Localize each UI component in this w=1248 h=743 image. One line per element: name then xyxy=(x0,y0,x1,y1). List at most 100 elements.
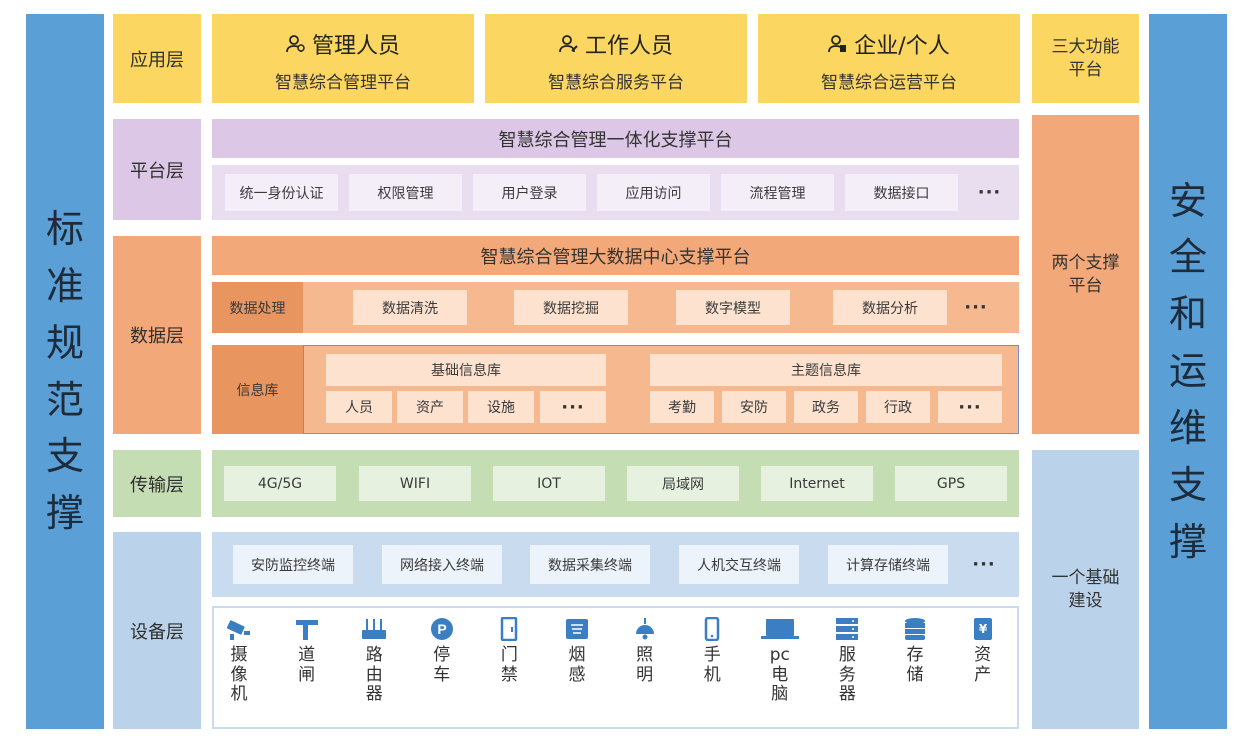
layer-label-app: 应用层 xyxy=(113,14,201,103)
base-db-title: 基础信息库 xyxy=(326,354,606,386)
door-icon xyxy=(489,616,529,642)
transport-item: WIFI xyxy=(359,466,471,501)
svg-text:P: P xyxy=(437,621,446,637)
storage-icon xyxy=(895,616,935,642)
info-db-label: 信息库 xyxy=(212,345,303,434)
standards-support-char: 准 xyxy=(45,263,84,308)
app-subtitle: 智慧综合运营平台 xyxy=(821,73,957,93)
device-item: 服务器 xyxy=(822,616,872,726)
app-title: 管理人员 xyxy=(311,34,400,59)
device-label-char: 器 xyxy=(365,684,383,705)
more-ellipsis: ··· xyxy=(964,297,988,318)
platform-item: 统一身份认证 xyxy=(225,174,338,211)
processing-item: 数据挖掘 xyxy=(514,290,628,325)
device-label-char: 车 xyxy=(433,664,451,685)
more-ellipsis: ··· xyxy=(977,182,1002,203)
processing-item: 数据分析 xyxy=(833,290,947,325)
device-label-char: 资 xyxy=(974,645,992,665)
topic-db-item: 安防 xyxy=(722,391,786,423)
device-item: 存储 xyxy=(890,616,940,726)
platform-item: 流程管理 xyxy=(721,174,834,211)
device-label-char: 机 xyxy=(703,664,721,685)
app-title: 企业/个人 xyxy=(854,34,950,59)
device-label: 服务器 xyxy=(838,645,856,705)
phone-icon xyxy=(692,616,732,642)
gate-icon xyxy=(287,616,327,642)
security-ops-char: 和 xyxy=(1168,292,1207,337)
device-label: 手机 xyxy=(703,645,721,685)
device-label-char: 器 xyxy=(838,684,856,705)
camera-icon xyxy=(219,616,259,642)
device-label-char: 闸 xyxy=(298,664,316,685)
platform-item: 权限管理 xyxy=(349,174,462,211)
device-item: P 停车 xyxy=(417,616,467,726)
device-label-char: 感 xyxy=(568,664,586,685)
data-processing-row: 数据处理 数据清洗 数据挖掘 数字模型 数据分析 ··· xyxy=(212,282,1019,333)
base-db-item: 人员 xyxy=(326,391,392,423)
device-label-char: 储 xyxy=(906,664,924,685)
base-db-item: 资产 xyxy=(397,391,463,423)
security-ops-char: 安 xyxy=(1168,178,1207,223)
device-item: 路由器 xyxy=(349,616,399,726)
device-item: 照明 xyxy=(620,616,670,726)
standards-support-char: 撑 xyxy=(45,491,84,536)
terminal-item: 人机交互终端 xyxy=(679,545,799,584)
device-label-char: 摄 xyxy=(230,645,248,665)
device-label-char: 产 xyxy=(974,664,992,685)
router-icon xyxy=(354,616,394,642)
svg-text:¥: ¥ xyxy=(978,622,987,636)
terminal-item: 计算存储终端 xyxy=(828,545,948,584)
layer-label-data: 数据层 xyxy=(113,236,201,434)
standards-support-label: 标准规范支撑 xyxy=(46,201,84,542)
data-platform-title: 智慧综合管理大数据中心支撑平台 xyxy=(212,236,1019,275)
device-label-char: 烟 xyxy=(568,645,586,665)
device-label-char: 路 xyxy=(365,645,383,665)
device-label-char: 电 xyxy=(771,664,789,685)
topic-db-item: 政务 xyxy=(794,391,858,423)
device-label: 照明 xyxy=(636,645,654,685)
device-label: 摄像机 xyxy=(230,645,248,705)
platform-title: 智慧综合管理一体化支撑平台 xyxy=(212,119,1019,158)
device-label: 门禁 xyxy=(500,645,518,685)
device-label-char: 禁 xyxy=(500,664,518,685)
standards-support-char: 范 xyxy=(45,377,84,422)
standards-support-char: 标 xyxy=(45,207,84,252)
transport-item: Internet xyxy=(761,466,873,501)
terminals-row: 安防监控终端 网络接入终端 数据采集终端 人机交互终端 计算存储终端 ··· xyxy=(212,532,1019,597)
terminal-item: 网络接入终端 xyxy=(382,545,502,584)
data-processing-label: 数据处理 xyxy=(212,282,303,333)
layer-label-platform: 平台层 xyxy=(113,119,201,220)
layer-label-transport: 传输层 xyxy=(113,450,201,517)
device-label-char: 像 xyxy=(230,664,248,685)
one-base-construction: 一个基础建设 xyxy=(1032,450,1139,729)
device-item: ¥ 资产 xyxy=(958,616,1008,726)
device-label-char: 照 xyxy=(636,645,654,665)
standards-support-char: 规 xyxy=(45,320,84,365)
server-icon xyxy=(827,616,867,642)
device-label: 道闸 xyxy=(298,645,316,685)
more-ellipsis: ··· xyxy=(972,554,996,575)
more-ellipsis: ··· xyxy=(938,391,1002,423)
laptop-icon xyxy=(760,616,800,642)
security-ops-char: 运 xyxy=(1168,349,1207,394)
device-label-char: 明 xyxy=(636,664,654,685)
terminal-item: 安防监控终端 xyxy=(233,545,353,584)
device-label-char: 存 xyxy=(906,645,924,665)
device-item: 道闸 xyxy=(282,616,332,726)
standards-support-char: 支 xyxy=(45,434,84,479)
device-label-char: 由 xyxy=(365,664,383,685)
transport-row: 4G/5G WIFI IOT 局域网 Internet GPS xyxy=(212,450,1019,517)
platform-item: 应用访问 xyxy=(597,174,710,211)
device-label: 停车 xyxy=(433,645,451,685)
info-db-frame xyxy=(303,345,1019,434)
device-item: 门禁 xyxy=(484,616,534,726)
topic-db-item: 考勤 xyxy=(650,391,714,423)
parking-icon: P xyxy=(422,616,462,642)
app-box-workers: 工作人员 智慧综合服务平台 xyxy=(485,14,747,103)
security-ops-char: 维 xyxy=(1168,405,1207,450)
device-item: 烟感 xyxy=(552,616,602,726)
device-item: 手机 xyxy=(687,616,737,726)
